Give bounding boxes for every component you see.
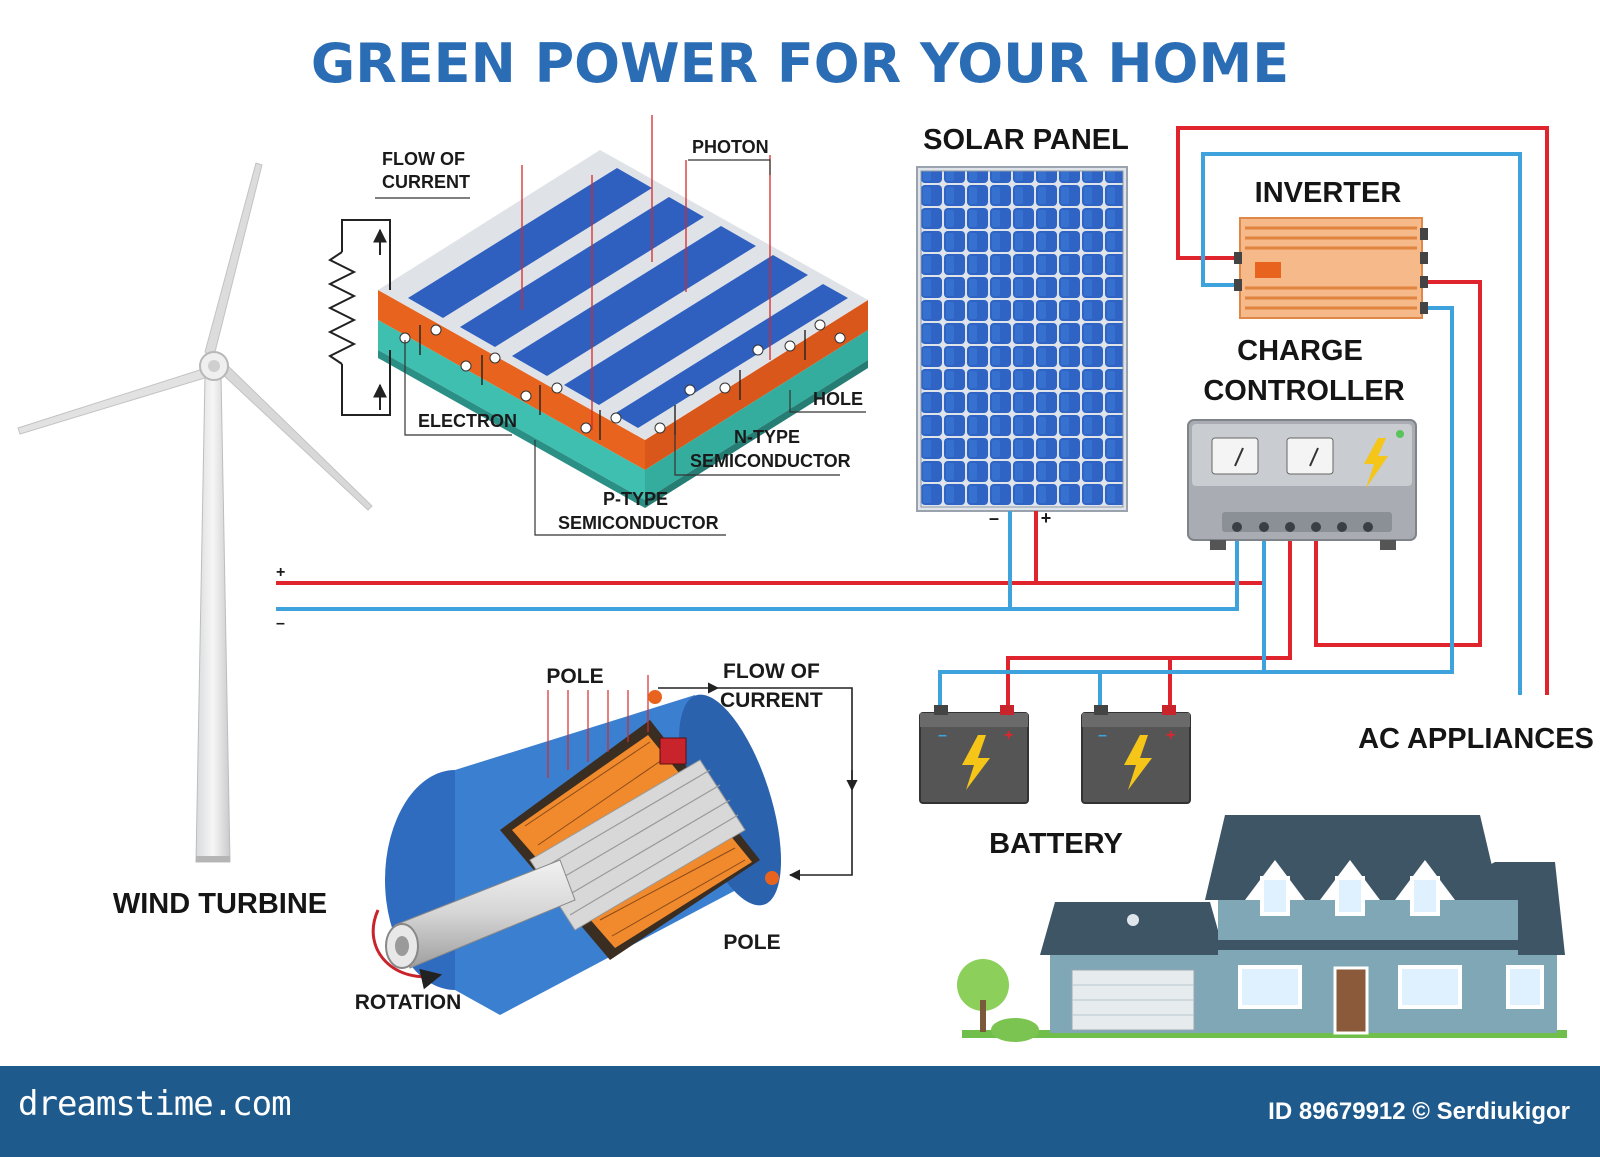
- solar-panel-plus: +: [1041, 508, 1052, 528]
- page-title: GREEN POWER FOR YOUR HOME: [311, 32, 1289, 95]
- n-type-label-2: SEMICONDUCTOR: [690, 451, 851, 471]
- pole-bottom-label: POLE: [723, 931, 780, 954]
- inverter-label: INVERTER: [1255, 177, 1402, 209]
- n-type-label-1: N-TYPE: [734, 427, 800, 447]
- solar-cell-diagram: [327, 115, 868, 536]
- diagram-canvas: GREEN POWER FOR YOUR HOME WIND TURBINE: [17, 32, 1594, 1042]
- flow-of-current-top-label-2: CURRENT: [382, 172, 470, 192]
- wind-turbine: [17, 162, 373, 863]
- battery-2: – +: [1081, 705, 1191, 804]
- flow-of-current-top-label-1: FLOW OF: [382, 149, 465, 169]
- flow-of-current-gen-label-2: CURRENT: [720, 689, 823, 712]
- bus-plus-sign: +: [276, 564, 285, 581]
- pole-top-label: POLE: [546, 665, 603, 688]
- p-type-label-2: SEMICONDUCTOR: [558, 513, 719, 533]
- footer-stock-id: ID 89679912 © Serdiukigor: [1268, 1098, 1570, 1125]
- p-type-label-1: P-TYPE: [603, 489, 668, 509]
- electron-label: ELECTRON: [418, 411, 517, 431]
- solar-panel: [916, 166, 1128, 512]
- svg-text:+: +: [1004, 727, 1013, 744]
- solar-panel-label: SOLAR PANEL: [923, 124, 1129, 156]
- generator: [371, 675, 858, 1015]
- svg-text:–: –: [938, 727, 947, 744]
- charge-controller-label-1: CHARGE: [1237, 335, 1363, 367]
- solar-panel-minus: –: [989, 508, 999, 528]
- negative-bus-wire: [276, 538, 1239, 611]
- rotation-label: ROTATION: [355, 991, 462, 1014]
- house: [957, 815, 1567, 1042]
- ac-appliances-label: AC APPLIANCES: [1358, 723, 1594, 755]
- flow-of-current-gen-label-1: FLOW OF: [723, 660, 820, 683]
- inverter: [1234, 217, 1428, 319]
- svg-text:–: –: [1098, 727, 1107, 744]
- footer-bar: dreamstime.com ID 89679912 © Serdiukigor: [0, 1066, 1600, 1157]
- bus-minus-sign: –: [276, 615, 285, 632]
- battery-1: – +: [919, 705, 1029, 804]
- hole-label: HOLE: [813, 389, 863, 409]
- footer-brand[interactable]: dreamstime.com: [18, 1084, 292, 1124]
- charge-controller: [1187, 419, 1417, 550]
- wiring: [276, 126, 1549, 708]
- charge-controller-label-2: CONTROLLER: [1203, 375, 1404, 407]
- wind-turbine-label: WIND TURBINE: [113, 888, 327, 920]
- photon-label: PHOTON: [692, 137, 769, 157]
- svg-text:+: +: [1166, 727, 1175, 744]
- positive-bus-wire: [276, 538, 1266, 585]
- battery-label: BATTERY: [989, 828, 1123, 860]
